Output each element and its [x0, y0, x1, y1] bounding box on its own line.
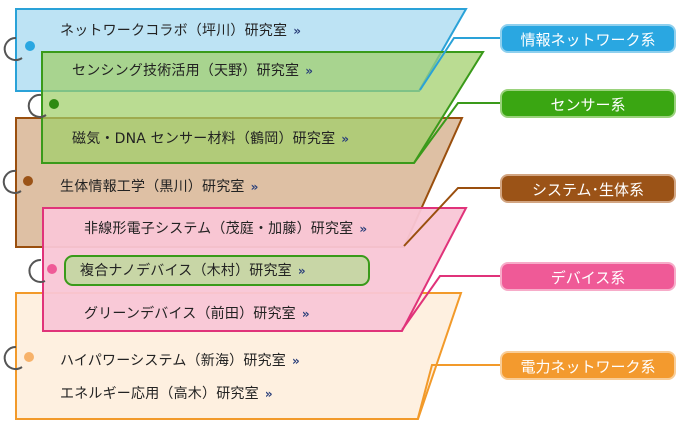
lab-link-moniwa-kato[interactable]: 非線形電子システム（茂庭・加藤）研究室 »: [84, 220, 367, 238]
double-chevron-icon: »: [264, 387, 273, 401]
lab-name: 生体情報工学（黒川）研究室: [60, 179, 245, 195]
lab-name: グリーンデバイス（前田）研究室: [84, 306, 296, 322]
device-connector: [401, 275, 500, 331]
system-bio-hook-icon: [2, 169, 33, 194]
power-network-connector: [417, 364, 500, 419]
sensor-hook-icon: [27, 93, 59, 118]
power-network-hook-icon: [3, 345, 34, 370]
category-pill-system-bio[interactable]: システム･生体系: [500, 174, 676, 203]
sensor-connector: [413, 102, 500, 164]
double-chevron-icon: »: [250, 180, 259, 194]
highlighted-lab-box: [64, 255, 370, 286]
lab-name: 磁気・DNA センサー材料（鶴岡）研究室: [72, 131, 336, 147]
category-pill-info-network[interactable]: 情報ネットワーク系: [500, 24, 676, 53]
lab-link-kimura[interactable]: 複合ナノデバイス（木村）研究室 »: [80, 262, 306, 280]
lab-name: センシング技術活用（天野）研究室: [72, 63, 300, 79]
lab-name: 複合ナノデバイス（木村）研究室: [80, 263, 292, 279]
device-hook-icon: [28, 258, 57, 283]
lab-link-takagi[interactable]: エネルギー応用（高木）研究室 »: [60, 385, 273, 403]
lab-name: エネルギー応用（高木）研究室: [60, 386, 259, 402]
double-chevron-icon: »: [297, 264, 306, 278]
double-chevron-icon: »: [293, 24, 301, 38]
double-chevron-icon: »: [305, 64, 313, 78]
info-network-connector: [419, 37, 500, 91]
system-bio-connector: [403, 187, 500, 247]
lab-link-amano[interactable]: センシング技術活用（天野）研究室 »: [72, 62, 313, 80]
info-network-hook-icon: [3, 36, 35, 61]
category-pill-sensor[interactable]: センサー系: [500, 89, 676, 118]
lab-name: ネットワークコラボ（坪川）研究室: [60, 23, 288, 39]
lab-link-kurokawa[interactable]: 生体情報工学（黒川）研究室 »: [60, 178, 259, 196]
lab-name: 非線形電子システム（茂庭・加藤）研究室: [84, 221, 354, 237]
lab-link-tsubokawa[interactable]: ネットワークコラボ（坪川）研究室 »: [60, 22, 301, 40]
double-chevron-icon: »: [341, 132, 349, 146]
double-chevron-icon: »: [359, 222, 367, 236]
lab-link-maeda[interactable]: グリーンデバイス（前田）研究室 »: [84, 305, 310, 323]
lab-link-shinkai[interactable]: ハイパワーシステム（新海）研究室 »: [60, 352, 300, 370]
lab-name: ハイパワーシステム（新海）研究室: [60, 353, 286, 369]
category-pill-device[interactable]: デバイス系: [500, 262, 676, 291]
double-chevron-icon: »: [301, 307, 310, 321]
lab-link-tsuruoka[interactable]: 磁気・DNA センサー材料（鶴岡）研究室 »: [72, 130, 349, 148]
category-pill-power-network[interactable]: 電力ネットワーク系: [500, 351, 676, 380]
double-chevron-icon: »: [291, 354, 300, 368]
